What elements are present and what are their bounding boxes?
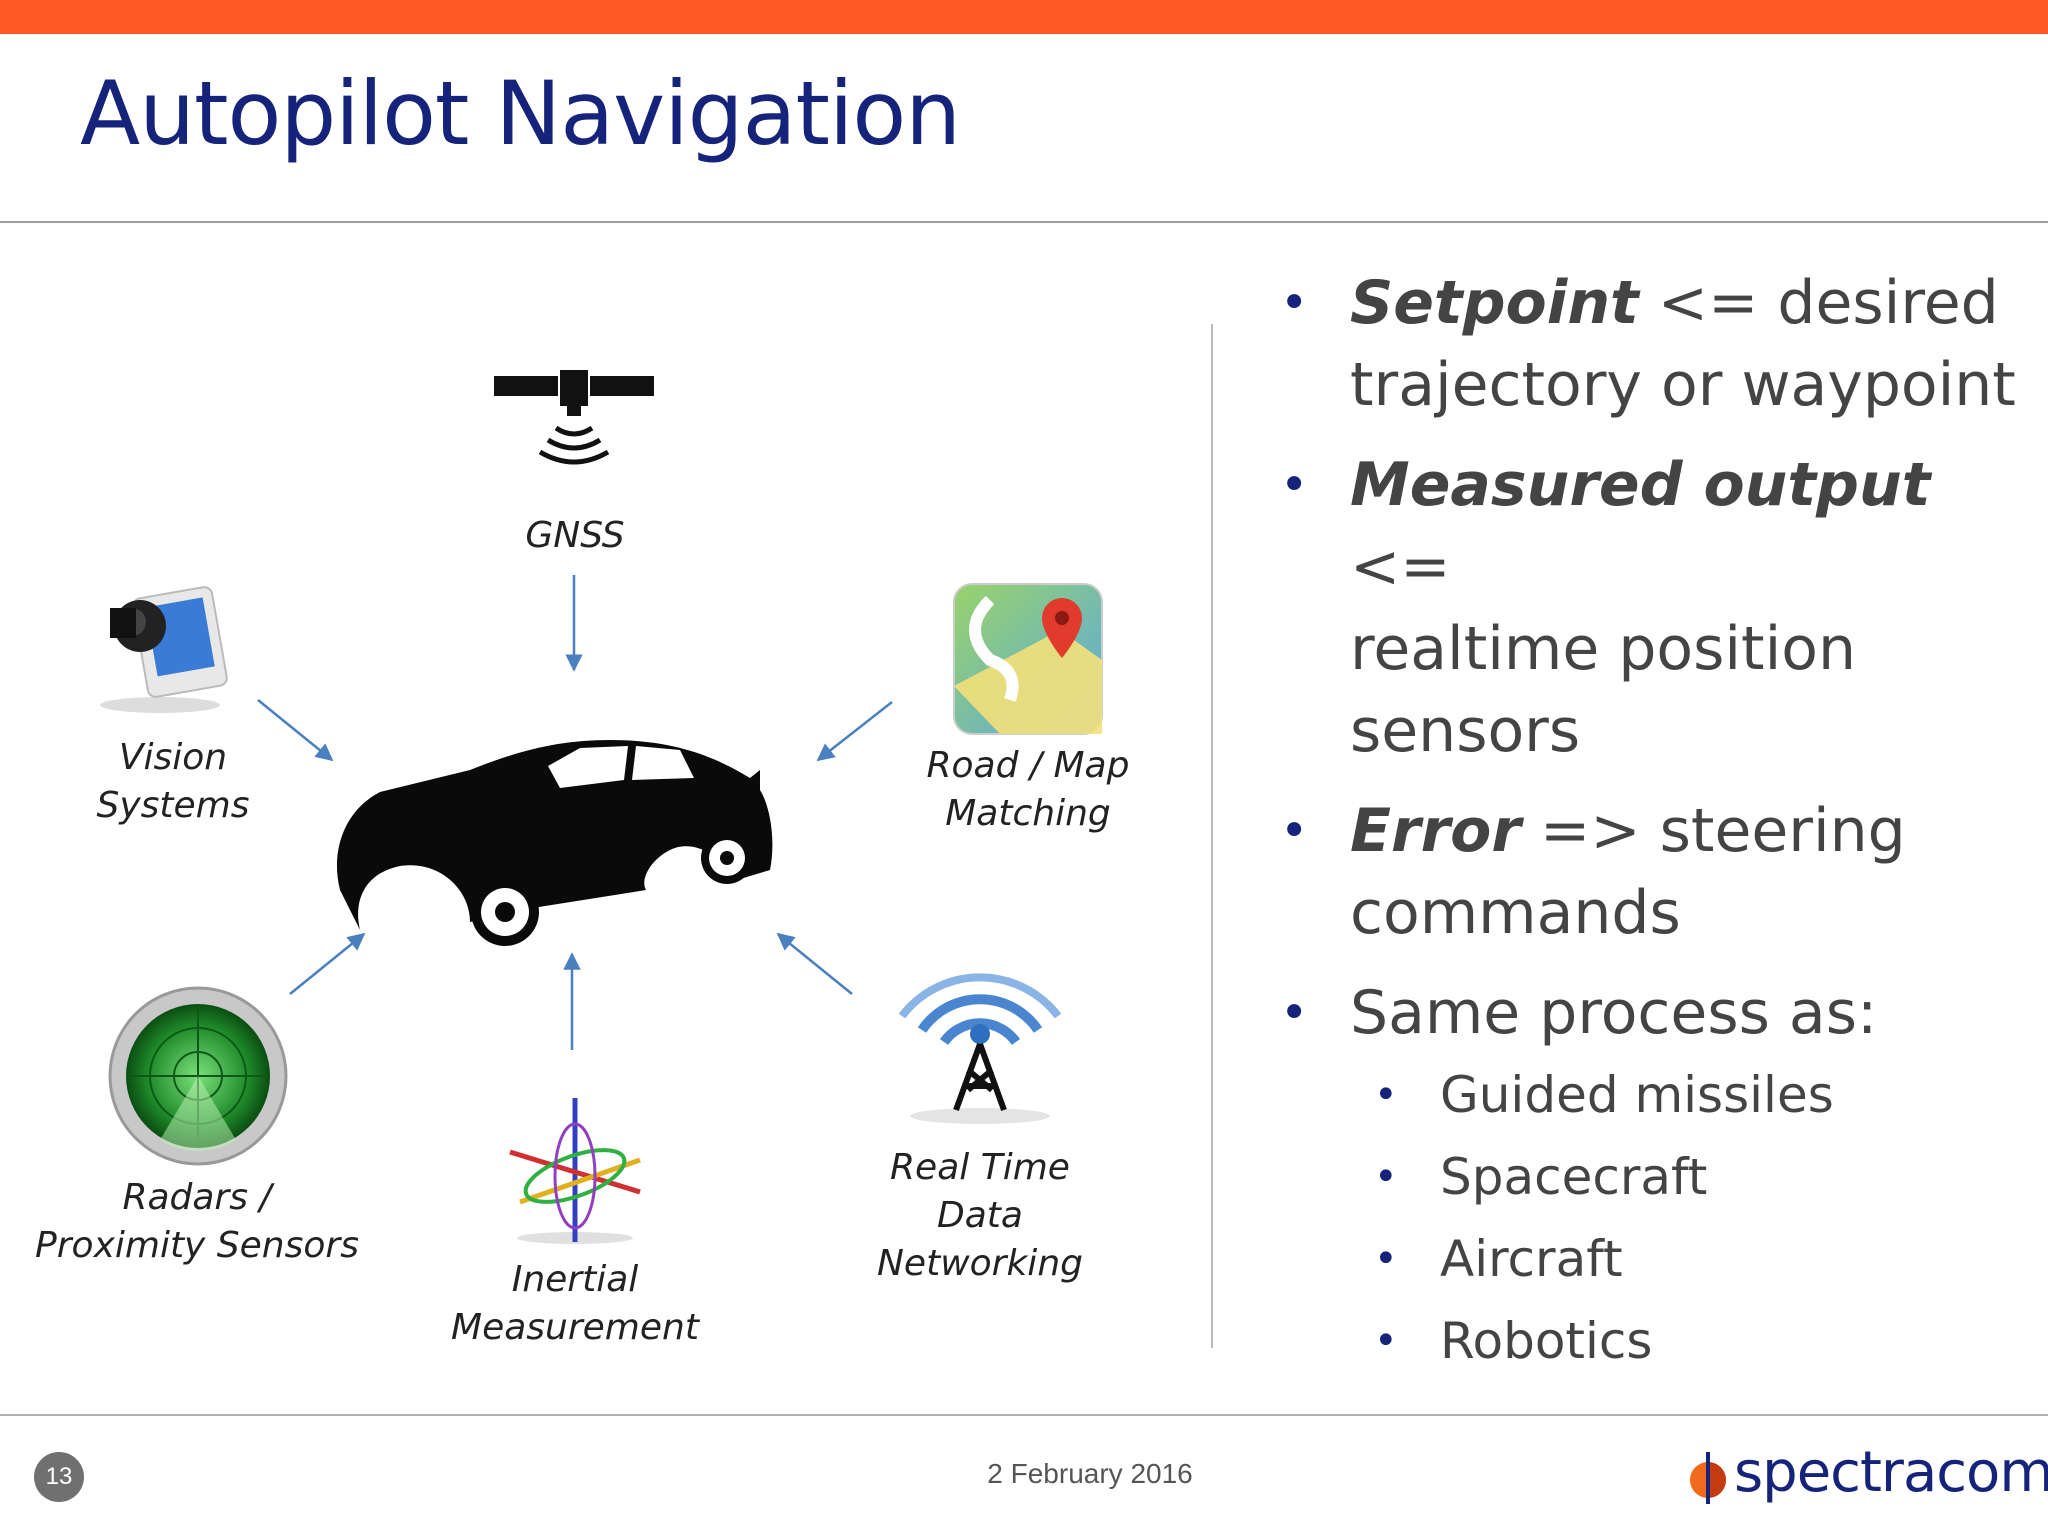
sub-bullet: •Aircraft: [1280, 1218, 2040, 1300]
label-gnss: GNSS: [525, 515, 625, 556]
bullet-dot: •: [1280, 457, 1309, 513]
footer-divider: [0, 1414, 2048, 1416]
bullet-dot: •: [1374, 1072, 1398, 1118]
arrow-road: [816, 701, 893, 762]
bullet-dot: •: [1374, 1236, 1398, 1282]
car-silhouette-icon: [336, 740, 773, 946]
bullet-dot: •: [1374, 1154, 1398, 1200]
arrow-radar: [289, 932, 366, 995]
bullet-term: Error: [1350, 796, 1521, 866]
slide-title: Autopilot Navigation: [80, 62, 961, 165]
footer-date: 2 February 2016: [987, 1458, 1193, 1489]
map-icon: [953, 583, 1103, 735]
bullet-same-process: • Same process as:: [1280, 972, 2040, 1054]
header-divider: [0, 221, 2048, 223]
arrow-realtime: [776, 932, 853, 995]
arrow-vision: [257, 699, 334, 762]
gyroscope-axes-icon: [509, 1098, 641, 1244]
bullet-dot: •: [1280, 275, 1309, 331]
label-radars-proximity: Radars /Proximity Sensors: [35, 1177, 359, 1266]
bullet-dot: •: [1374, 1318, 1398, 1364]
logo-text: spectracom: [1734, 1440, 2048, 1505]
radio-tower-icon: [898, 973, 1062, 1124]
bullet-dot: •: [1280, 803, 1309, 859]
satellite-icon: [494, 370, 654, 465]
page-number-badge: 13: [34, 1452, 84, 1502]
vertical-divider: [1211, 324, 1213, 1348]
bullet-term: Setpoint: [1350, 268, 1639, 338]
bullet-dot: •: [1280, 985, 1309, 1041]
top-accent-bar: [0, 0, 2048, 34]
radar-icon: [108, 986, 288, 1166]
sub-bullet: •Guided missiles: [1280, 1054, 2040, 1136]
bullet-term: Measured output: [1350, 450, 1931, 520]
diagram-graphics: [100, 370, 1103, 1244]
logo-mark-icon: [1690, 1452, 1726, 1504]
camera-icon: [100, 586, 228, 713]
sub-bullet: •Spacecraft: [1280, 1136, 2040, 1218]
sub-bullet: •Robotics: [1280, 1300, 2040, 1382]
